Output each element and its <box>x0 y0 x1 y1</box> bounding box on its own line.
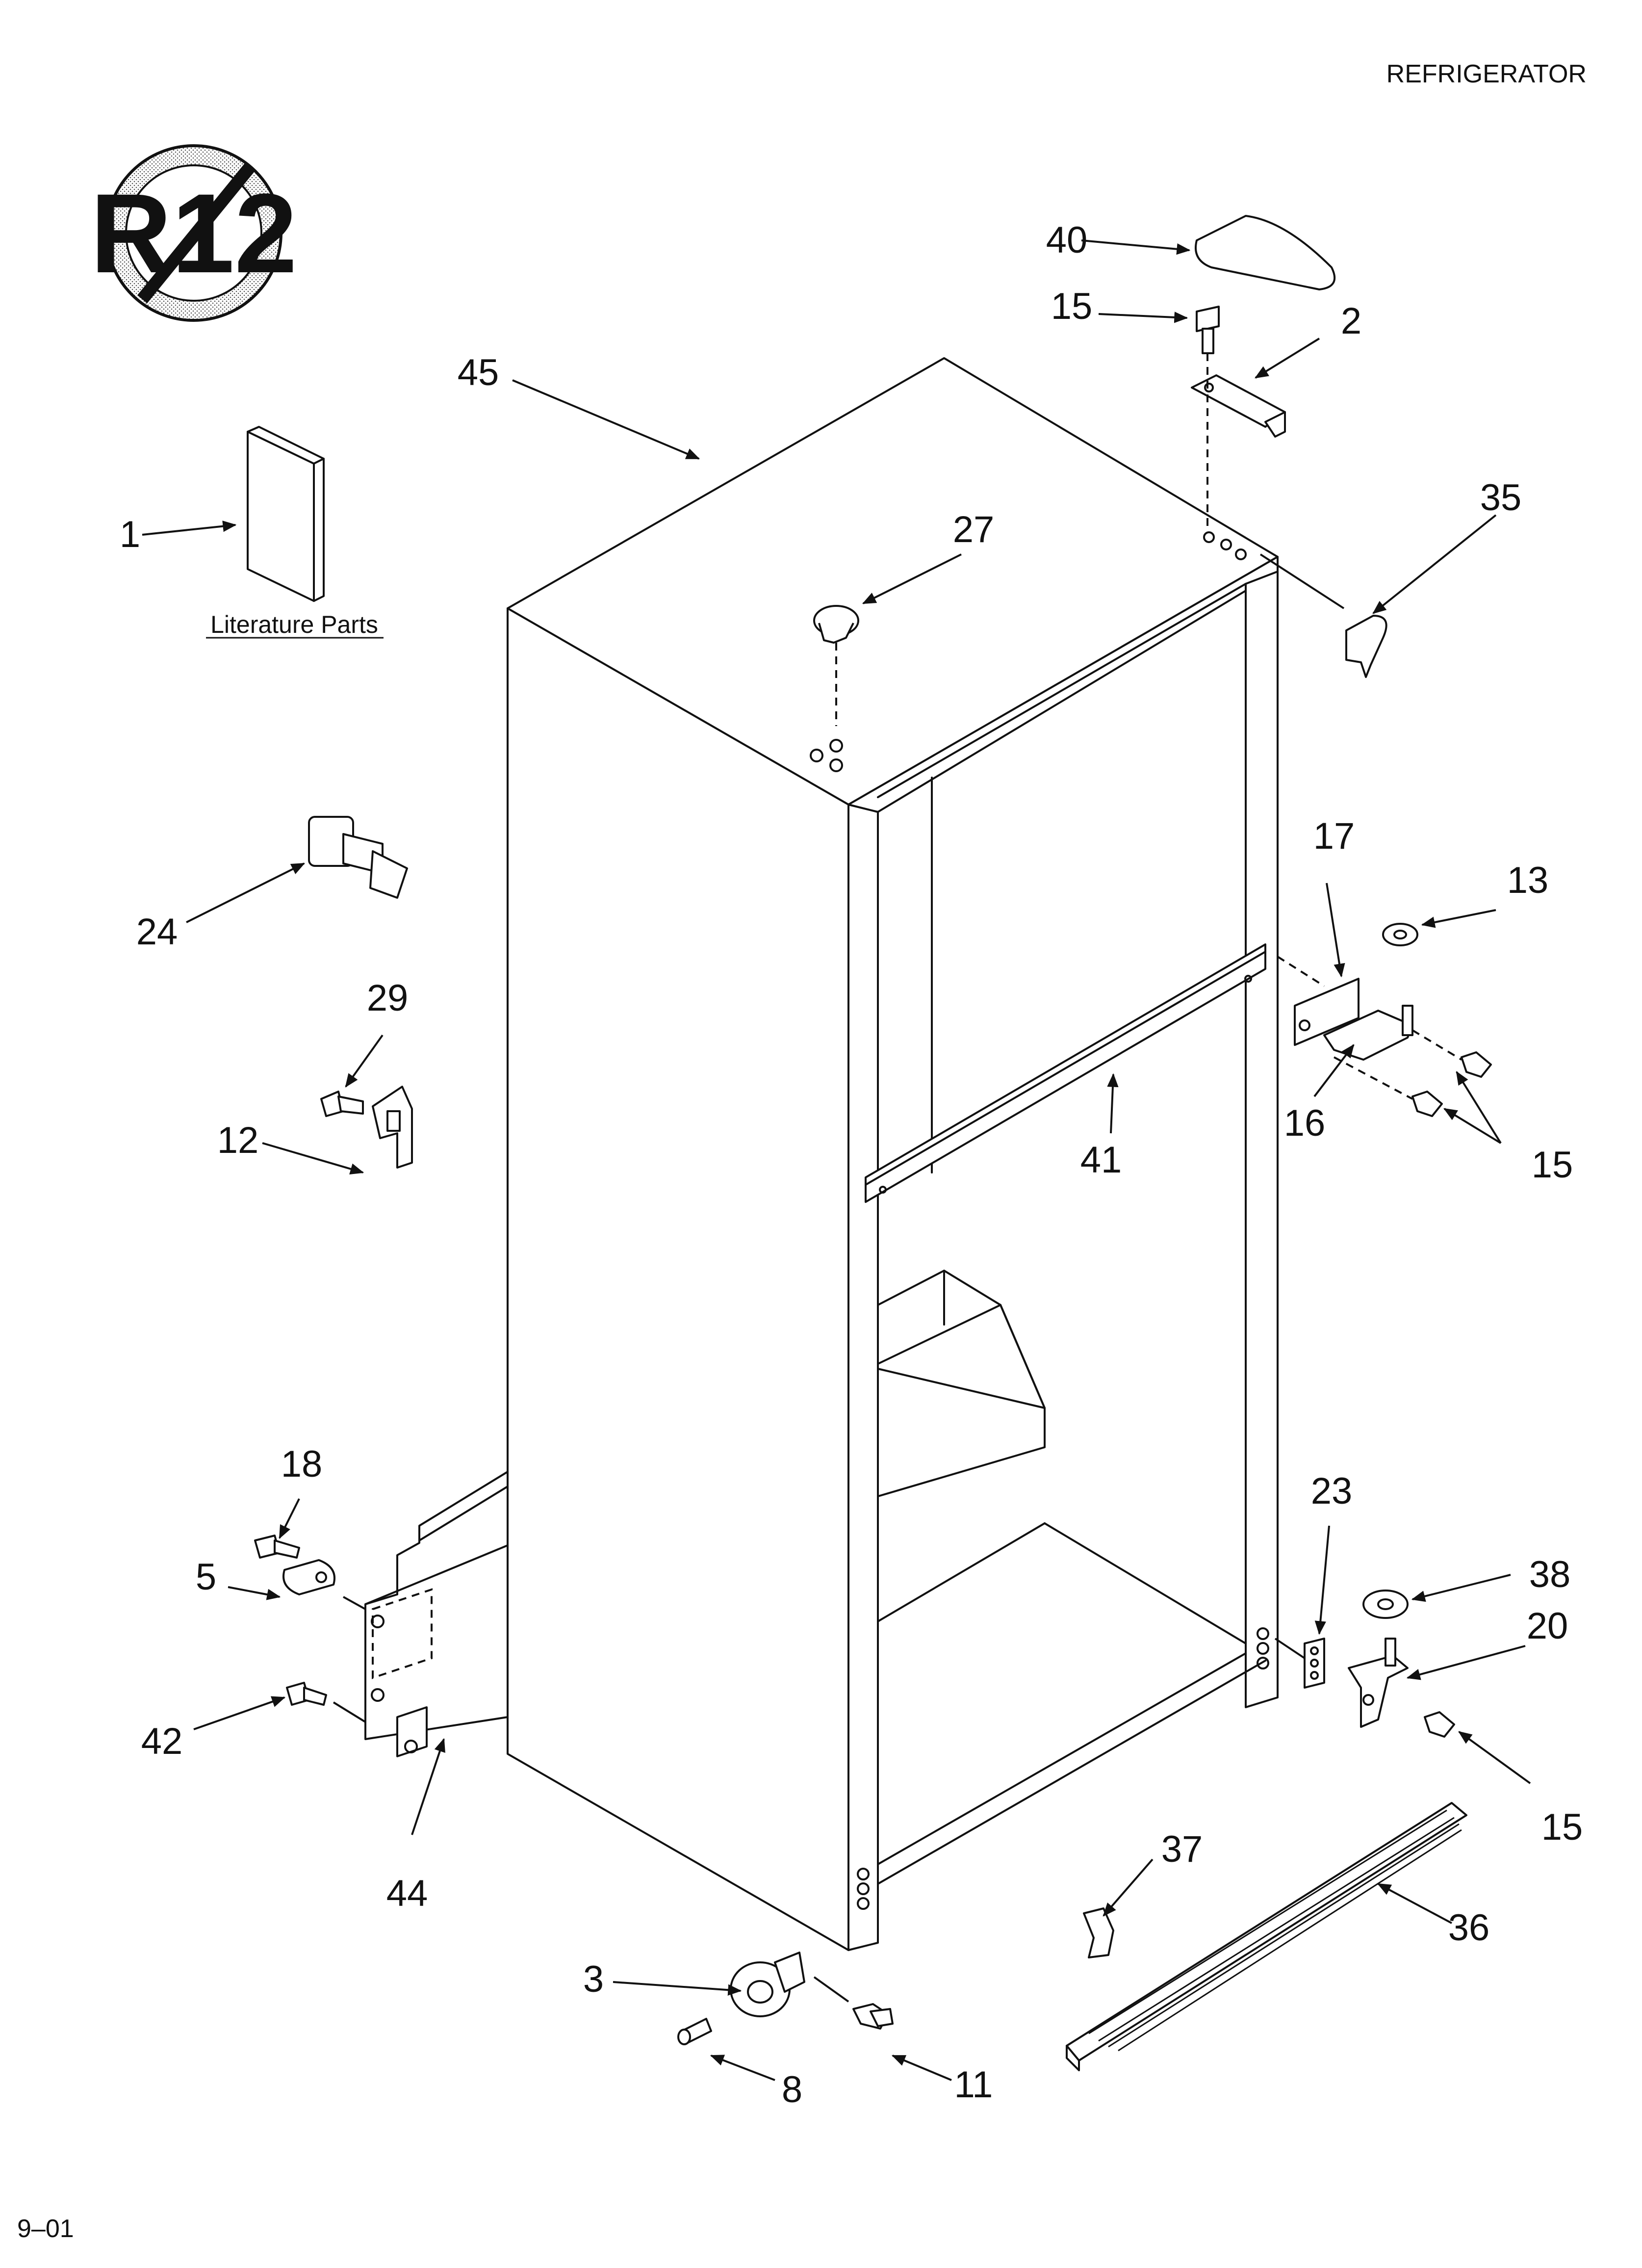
callout-15-top: 15 <box>1051 286 1093 327</box>
door-stop <box>308 816 408 899</box>
callout-23: 23 <box>1311 1470 1353 1512</box>
callout-40: 40 <box>1046 219 1088 261</box>
callout-13: 13 <box>1507 860 1549 901</box>
roller-bracket <box>730 1952 805 2017</box>
bottom-hinge-screw <box>1424 1711 1455 1738</box>
callout-labels: 1 2 3 5 8 11 12 13 15 15 15 16 17 18 20 … <box>120 219 1583 2111</box>
callout-20: 20 <box>1527 1605 1568 1647</box>
hinge-cover <box>1195 215 1336 290</box>
hinge-washer-upper-hole <box>1393 930 1407 939</box>
roller-axle <box>677 2018 712 2045</box>
callout-38: 38 <box>1529 1554 1571 1595</box>
tubing-clamp <box>282 1559 335 1595</box>
grille-clip <box>1083 1907 1114 1958</box>
callout-12: 12 <box>217 1120 259 1161</box>
date-code: 9–01 <box>17 2215 74 2243</box>
no-r12-icon: R12 <box>90 144 297 322</box>
center-hinge <box>1294 978 1413 1061</box>
toe-grille <box>1066 1802 1467 2071</box>
callout-17: 17 <box>1313 815 1355 857</box>
door-closer-screw <box>320 1091 364 1117</box>
center-hinge-axis <box>1277 956 1325 987</box>
callout-44: 44 <box>386 1873 428 1914</box>
callout-24: 24 <box>136 911 178 953</box>
callout-36: 36 <box>1448 1907 1490 1949</box>
center-hinge-screw-1 <box>1461 1051 1492 1078</box>
clamp-screw <box>254 1535 300 1559</box>
callout-18: 18 <box>281 1443 323 1485</box>
callout-8: 8 <box>782 2069 802 2111</box>
callout-1: 1 <box>120 514 140 555</box>
hinge-washer-upper <box>1382 923 1418 946</box>
bottom-hinge <box>1348 1638 1409 1728</box>
cap-plug <box>813 605 859 644</box>
page-title: REFRIGERATOR <box>1386 60 1587 88</box>
callout-15-center: 15 <box>1532 1144 1573 1186</box>
center-hinge-screw-axis-2 <box>1334 1056 1413 1100</box>
center-rail <box>865 943 1266 1203</box>
refrigerator-cabinet <box>507 357 1279 1951</box>
bottom-hinge-washer <box>1362 1590 1409 1619</box>
center-hinge-screw-2 <box>1411 1091 1443 1117</box>
callout-41: 41 <box>1080 1139 1122 1181</box>
center-hinge-screw-axis-1 <box>1411 1029 1462 1061</box>
callout-15-bottom: 15 <box>1541 1806 1583 1848</box>
callout-37: 37 <box>1161 1828 1203 1870</box>
top-hinge <box>1191 374 1286 438</box>
panel-screw <box>286 1682 327 1706</box>
hinge-clip <box>1345 615 1387 678</box>
literature-parts-label: Literature Parts <box>210 611 378 638</box>
leader-lines <box>142 239 1531 2081</box>
bottom-hinge-shim <box>1304 1638 1325 1689</box>
side-panel-bracket <box>364 1471 509 1757</box>
callout-3: 3 <box>583 1958 604 2000</box>
callout-5: 5 <box>196 1556 216 1598</box>
door-closer-clip <box>372 1086 413 1169</box>
callout-35: 35 <box>1480 477 1522 519</box>
callout-16: 16 <box>1284 1102 1326 1144</box>
callout-11: 11 <box>954 2064 993 2106</box>
callout-42: 42 <box>141 1721 183 1762</box>
callout-45: 45 <box>458 352 499 393</box>
literature-booklet <box>247 426 325 602</box>
callout-29: 29 <box>367 977 409 1019</box>
leg-screw <box>852 2003 894 2030</box>
callout-2: 2 <box>1341 300 1361 342</box>
top-hinge-screw <box>1196 306 1220 354</box>
callout-27: 27 <box>953 509 995 550</box>
